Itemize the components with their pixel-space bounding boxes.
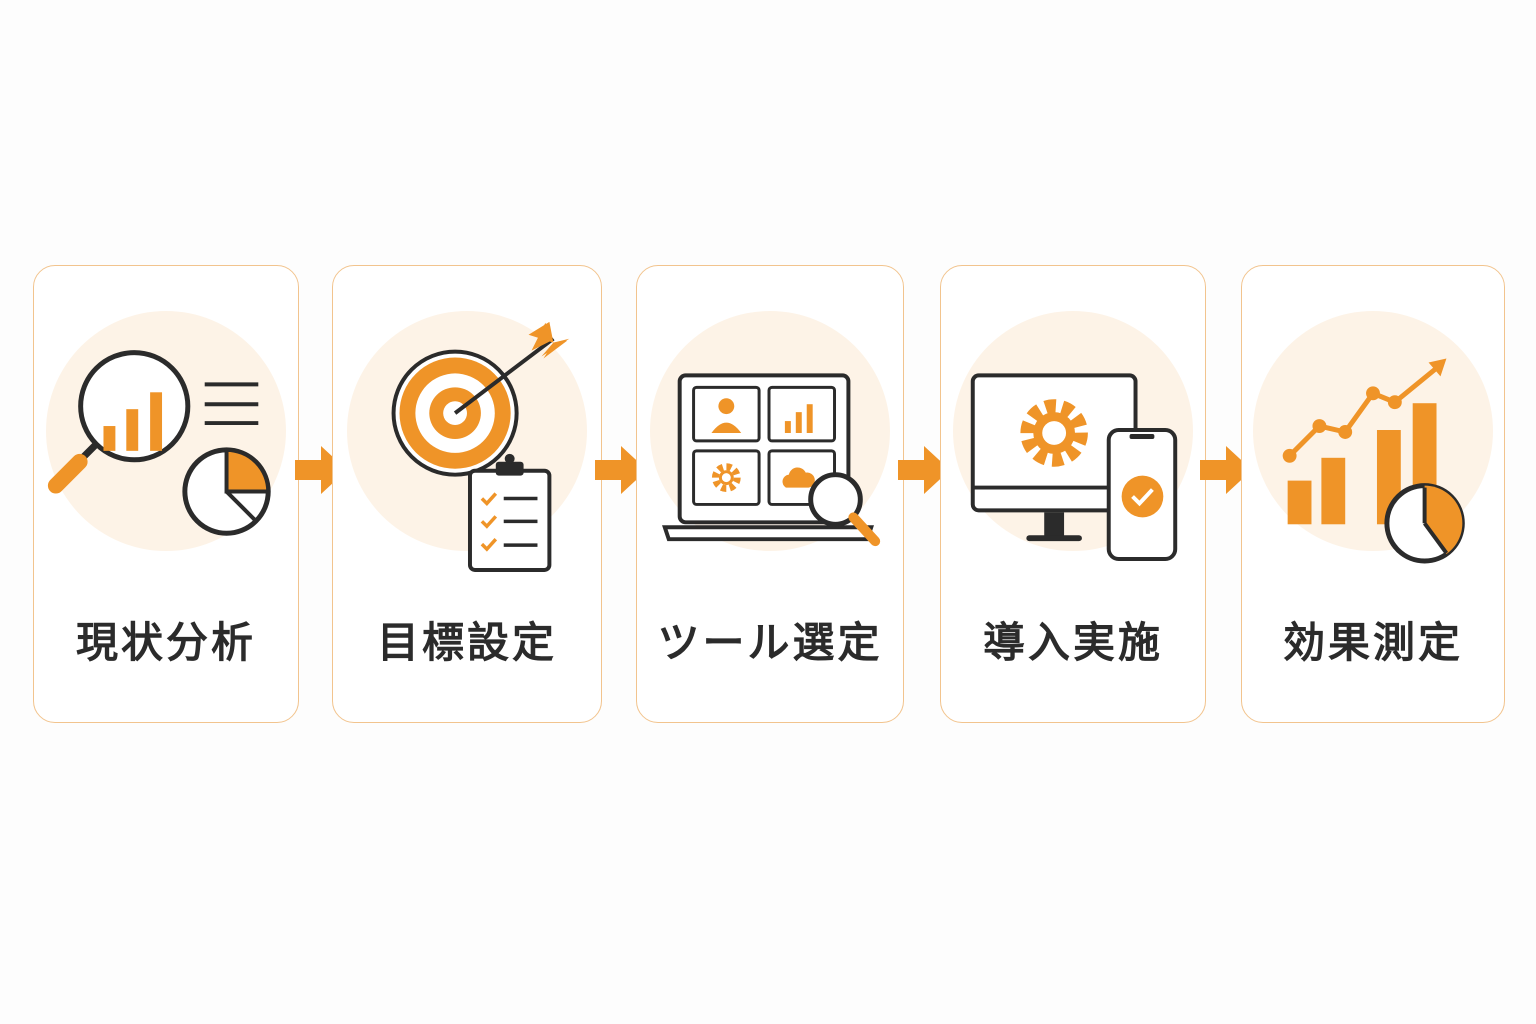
- arrow-right-icon: [1200, 446, 1252, 494]
- step-card-goal-setting: 目標設定: [332, 265, 602, 723]
- step-label: ツール選定: [657, 618, 883, 667]
- growth-chart-clock-icon: [1282, 358, 1465, 564]
- step-card-tool-selection: ツール選定: [636, 265, 904, 723]
- step-label: 導入実施: [982, 618, 1163, 667]
- step-card-measurement: 効果測定: [1241, 265, 1505, 723]
- arrow-right-icon: [595, 446, 647, 494]
- laptop-search-icon: [662, 373, 881, 547]
- monitor-gear-phone-icon: [970, 373, 1178, 562]
- step-label: 現状分析: [75, 618, 256, 667]
- step-label: 目標設定: [376, 618, 557, 667]
- step-card-implementation: 導入実施: [940, 265, 1206, 723]
- arrow-right-icon: [898, 446, 950, 494]
- target-checklist-icon: [391, 321, 570, 572]
- step-card-analysis: 現状分析: [33, 265, 299, 723]
- magnifier-chart-icon: [47, 350, 271, 536]
- step-label: 効果測定: [1282, 618, 1463, 667]
